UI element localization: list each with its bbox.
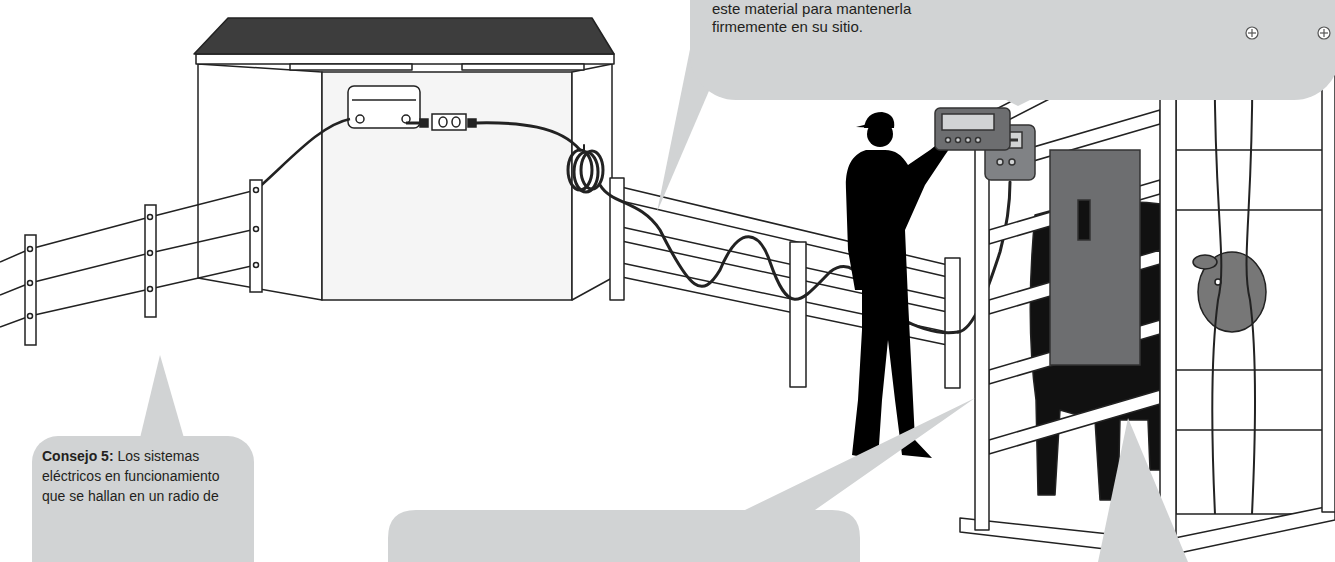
cattle-crate [1176, 34, 1324, 514]
fence-post [25, 235, 36, 345]
shed [194, 18, 614, 54]
scale-indicator [942, 114, 994, 130]
screw-icon [1251, 29, 1252, 37]
callout-text: Consejo 5:Los sistemas eléctricos en fun… [42, 446, 240, 506]
cattle-crate [1176, 429, 1324, 431]
screw-icon [1323, 29, 1324, 37]
cattle-crate [1160, 25, 1176, 550]
shed [198, 64, 322, 300]
power-outlet [432, 114, 466, 130]
screw-icon [1318, 27, 1330, 39]
power-outlet [452, 117, 460, 127]
scale-indicator [935, 108, 1018, 150]
cattle-crate [1322, 22, 1335, 512]
fence-post [28, 247, 33, 252]
power-outlet [439, 117, 447, 127]
cattle-crate [1176, 209, 1324, 211]
fence-post [28, 314, 33, 319]
scale-indicator [946, 138, 951, 143]
shed [194, 18, 614, 300]
farmer-silhouette [846, 138, 952, 460]
weigh-scale-unit [1009, 159, 1015, 165]
scale-indicator [976, 138, 981, 143]
fence-post [254, 227, 259, 232]
extension-cord [476, 123, 580, 150]
scale-indicator [935, 108, 1010, 150]
wire-fence [0, 229, 256, 295]
cattle-crate [1247, 34, 1256, 514]
wire-fence [256, 119, 350, 190]
extension-cord [583, 145, 585, 152]
scale-indicator [956, 138, 961, 143]
cattle-crate [1176, 149, 1324, 151]
fence-post [254, 263, 259, 268]
weigh-scale-unit [997, 159, 1003, 165]
screw-icon [1246, 27, 1258, 39]
tip-heading: Consejo 5: [42, 448, 114, 464]
shed [462, 64, 584, 70]
wire-fence [0, 119, 350, 327]
shed [322, 72, 572, 300]
cattle-crate [975, 120, 989, 530]
screw-icon [1320, 32, 1328, 33]
fence-post [250, 180, 262, 292]
fence-energizer [352, 99, 416, 101]
fence-post [254, 188, 259, 193]
shed [572, 64, 612, 300]
load-bar-panel [1050, 150, 1140, 365]
shed [290, 64, 412, 70]
fence-post [28, 281, 33, 286]
load-bar-panel [1078, 200, 1090, 240]
extension-cord [581, 151, 603, 189]
screw-icon [1248, 32, 1256, 33]
callout-pointer [1098, 418, 1188, 562]
callout-bubble: Consejo 5:Los sistemas eléctricos en fun… [32, 436, 254, 562]
cattle-crate [1212, 34, 1221, 514]
gate-rails [945, 258, 960, 388]
gate-rails [790, 242, 806, 387]
cattle-crate [1193, 255, 1217, 269]
power-outlet [420, 119, 428, 127]
callout-bubble: este material para mantenerla firmemente… [690, 0, 1335, 100]
wire-fence [0, 190, 256, 262]
fence-post [145, 205, 156, 317]
screw-icon [1246, 27, 1330, 39]
callout-text: este material para mantenerla firmemente… [712, 0, 952, 36]
callout-pointer [140, 355, 184, 438]
scale-indicator [1010, 139, 1018, 142]
fence-post [148, 251, 153, 256]
fence-post [148, 287, 153, 292]
farmer-silhouette [846, 112, 952, 460]
farmer-silhouette [856, 121, 880, 128]
fence-post [25, 180, 262, 345]
fence-post [148, 215, 153, 220]
cattle-crate [1176, 369, 1324, 371]
fence-energizer [356, 115, 364, 123]
wire-fence [0, 265, 256, 327]
callout-pointer [388, 398, 975, 562]
tip-body: este material para mantenerla firmemente… [712, 0, 911, 35]
scale-indicator [966, 138, 971, 143]
load-bar-panel [1050, 150, 1140, 365]
power-outlet [406, 114, 476, 130]
shed [196, 54, 614, 64]
